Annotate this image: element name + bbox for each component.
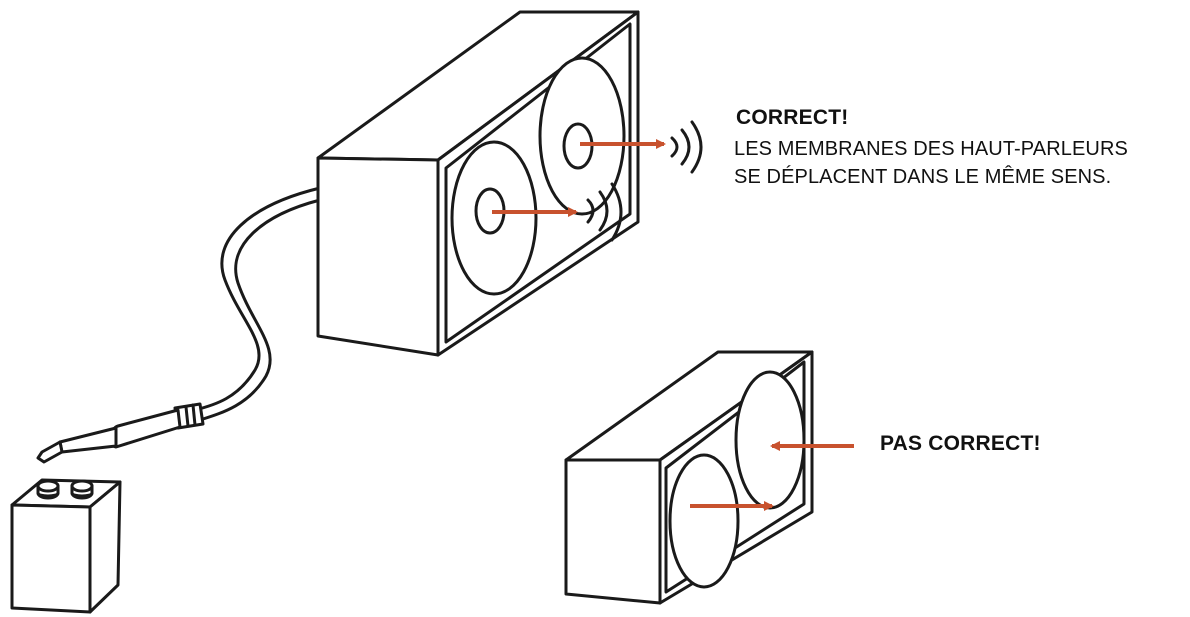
- correct-description-line-1: LES MEMBRANES DES HAUT-PARLEURS: [734, 138, 1128, 160]
- correct-description-line-2: SE DÉPLACENT DANS LE MÊME SENS.: [734, 166, 1112, 188]
- speaker-cabinet-icon: [316, 10, 640, 357]
- battery-9v-icon: [10, 478, 122, 614]
- jack-plug-icon: [36, 402, 205, 464]
- incorrect-title: PAS CORRECT!: [880, 432, 1041, 455]
- speaker-cabinet-icon: [564, 350, 814, 605]
- cable-icon: [193, 186, 322, 422]
- correct-title: CORRECT!: [736, 106, 849, 129]
- sound-waves-icon: [586, 120, 703, 242]
